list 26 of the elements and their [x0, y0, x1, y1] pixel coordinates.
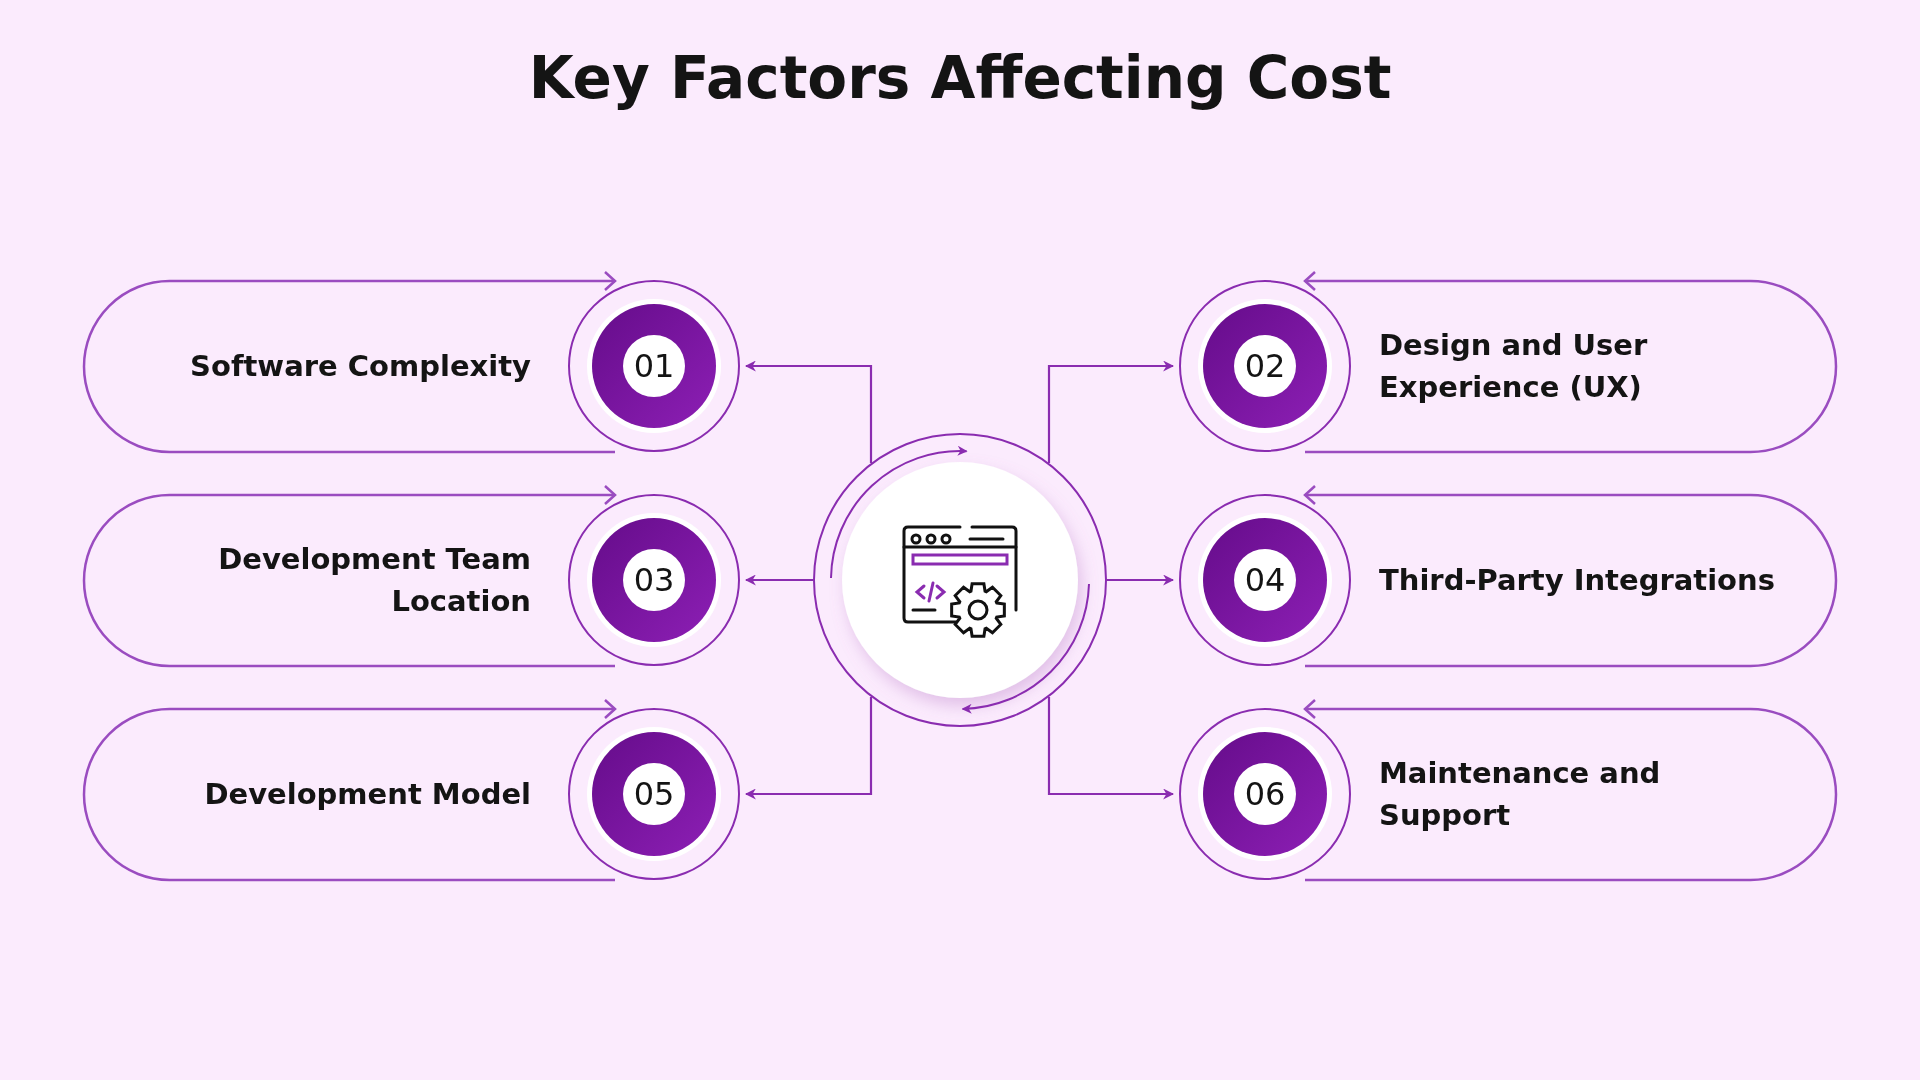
factor-label: Maintenance and Support [1379, 755, 1662, 834]
diagram-title: Key Factors Affecting Cost [527, 44, 1393, 112]
step-number: 05 [632, 774, 676, 814]
factor-label: Third-Party Integrations [1379, 562, 1776, 599]
step-number: 01 [632, 346, 676, 386]
step-number: 06 [1243, 774, 1287, 814]
connector-arrow [744, 360, 873, 463]
connector-arrow [1047, 697, 1175, 800]
center-circle [813, 433, 1107, 727]
number-badge [1179, 494, 1351, 666]
step-number: 02 [1243, 346, 1287, 386]
number-badge [1179, 708, 1351, 880]
factor-label: Development Team Location [217, 541, 531, 620]
connector-arrow [744, 697, 873, 800]
connector-arrow [1047, 360, 1175, 463]
factor-label: Development Model [203, 776, 531, 813]
step-number: 03 [632, 560, 676, 600]
factor-label: Design and User Experience (UX) [1379, 327, 1649, 406]
connector-arrow [1107, 574, 1175, 586]
step-number: 04 [1243, 560, 1287, 600]
number-badge [1179, 280, 1351, 452]
number-badge [568, 280, 740, 452]
connector-arrow [744, 574, 813, 586]
factor-label: Software Complexity [189, 348, 531, 385]
number-badge [568, 708, 740, 880]
number-badge [568, 494, 740, 666]
